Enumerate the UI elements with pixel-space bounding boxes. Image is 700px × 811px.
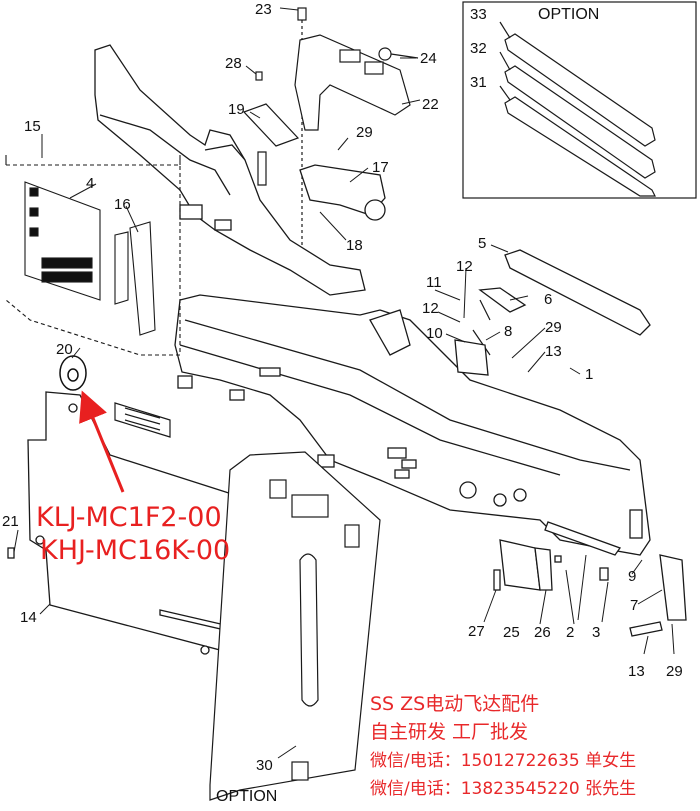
callout-33: 33: [470, 6, 487, 23]
callout-17: 17: [372, 159, 389, 176]
callout-29-top: 29: [356, 124, 373, 141]
callout-32: 32: [470, 40, 487, 57]
callout-26: 26: [534, 624, 551, 641]
vendor-line-1: SS ZS电动飞达配件: [370, 693, 539, 715]
option-label-top: OPTION: [538, 6, 599, 23]
callout-1: 1: [585, 366, 593, 383]
callout-28: 28: [225, 55, 242, 72]
callout-18: 18: [346, 237, 363, 254]
callout-8: 8: [504, 323, 512, 340]
option-label-bottom: OPTION: [216, 788, 277, 805]
vendor-line-3: 微信/电话：15012722635 单女生: [370, 751, 636, 771]
callout-19: 19: [228, 101, 245, 118]
part-number-1: KLJ-MC1F2-00: [36, 502, 222, 533]
callout-24: 24: [420, 50, 437, 67]
spring-and-pins: [242, 71, 491, 356]
callout-21: 21: [2, 513, 19, 530]
callout-20: 20: [56, 341, 73, 358]
callout-27: 27: [468, 623, 485, 640]
callout-7: 7: [630, 597, 638, 614]
spring-strip: [114, 402, 171, 438]
callout-4: 4: [86, 175, 94, 192]
callout-13-mid: 13: [545, 343, 562, 360]
callout-22: 22: [422, 96, 439, 113]
callout-16: 16: [114, 196, 131, 213]
vendor-line-2: 自主研发 工厂批发: [370, 721, 528, 743]
callout-9: 9: [628, 568, 636, 585]
callout-30: 30: [256, 757, 273, 774]
callout-2: 2: [566, 624, 574, 641]
feeder-upper-frame: [94, 44, 386, 296]
red-arrow: [79, 390, 125, 493]
callout-6: 6: [544, 291, 552, 308]
rail-5-6: [478, 249, 651, 336]
callout-29-bottom: 29: [666, 663, 683, 680]
callout-13-bottom: 13: [628, 663, 645, 680]
callout-14: 14: [20, 609, 37, 626]
callout-12-mid: 12: [422, 300, 439, 317]
callout-15: 15: [24, 118, 41, 135]
leader-lines: [13, 7, 675, 759]
callout-25: 25: [503, 624, 520, 641]
callout-29-mid: 29: [545, 319, 562, 336]
cover-plate-14: [7, 391, 241, 655]
callout-12-top: 12: [456, 258, 473, 275]
part-number-2: KHJ-MC16K-00: [40, 535, 230, 566]
label-plate-box-15: [5, 155, 181, 356]
feeder-chassis: [174, 294, 651, 556]
callout-11: 11: [426, 274, 442, 291]
vendor-line-4: 微信/电话：13823545220 张先生: [370, 779, 636, 799]
lower-small-parts: [493, 521, 687, 637]
callout-31: 31: [470, 74, 487, 91]
callout-3: 3: [592, 624, 600, 641]
option-rails: [499, 21, 656, 197]
handle-22: [294, 7, 419, 260]
callout-5: 5: [478, 235, 486, 252]
option-cover-30: [209, 451, 381, 801]
part-20-ring: [59, 355, 87, 391]
callout-10: 10: [426, 325, 443, 342]
option-box-top: [462, 1, 697, 199]
callout-23: 23: [255, 1, 272, 18]
